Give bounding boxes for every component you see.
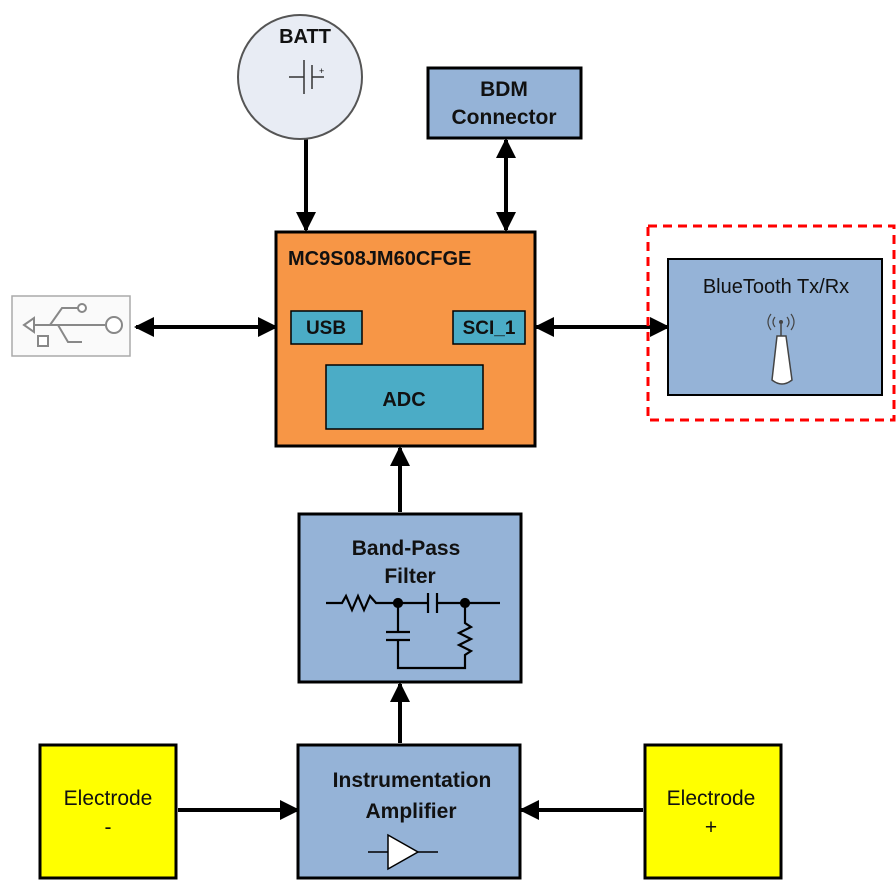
op-amp-triangle-icon bbox=[368, 833, 438, 871]
amplifier-label-line2: Amplifier bbox=[365, 800, 456, 823]
filter-label-line2: Filter bbox=[384, 565, 435, 588]
bluetooth-block: BlueTooth Tx/Rx bbox=[646, 224, 896, 422]
bdm-connector-block: BDM Connector bbox=[426, 66, 583, 140]
mcu-label: MC9S08JM60CFGE bbox=[288, 248, 471, 270]
adc-module-label: ADC bbox=[382, 389, 425, 411]
adc-module bbox=[325, 364, 484, 430]
svg-text:+: + bbox=[319, 66, 324, 76]
bluetooth-label: BlueTooth Tx/Rx bbox=[703, 276, 849, 298]
connectors bbox=[134, 135, 670, 820]
mcu-block: MC9S08JM60CFGE USB SCI_1 ADC bbox=[274, 230, 537, 448]
electrode-negative-block: Electrode - bbox=[38, 743, 178, 880]
instrumentation-amplifier-block: Instrumentation Amplifier bbox=[296, 743, 522, 880]
filter-label-line1: Band-Pass bbox=[352, 537, 461, 560]
electrode-neg-label-line1: Electrode bbox=[64, 787, 153, 810]
battery-block: BATT + bbox=[237, 14, 363, 140]
usb-module-label: USB bbox=[306, 318, 346, 339]
sci-module-label: SCI_1 bbox=[463, 318, 516, 339]
sci-module bbox=[452, 310, 526, 345]
bdm-label-line2: Connector bbox=[452, 106, 557, 129]
battery-cell-icon: + bbox=[289, 60, 324, 94]
electrode-neg-label-line2: - bbox=[105, 816, 112, 839]
band-pass-filter-block: Band-Pass Filter bbox=[297, 512, 523, 684]
amplifier-label-line1: Instrumentation bbox=[333, 769, 492, 792]
bdm-label-line1: BDM bbox=[480, 78, 528, 101]
rc-filter-schematic-icon bbox=[326, 593, 500, 670]
electrode-pos-label-line2: + bbox=[705, 816, 717, 839]
usb-module bbox=[290, 310, 363, 345]
electrode-positive-block: Electrode + bbox=[643, 743, 783, 880]
highlight-dashed-frame bbox=[646, 224, 896, 422]
electrode-pos-label-line1: Electrode bbox=[667, 787, 756, 810]
usb-symbol-icon bbox=[11, 295, 131, 357]
antenna-icon bbox=[767, 313, 795, 385]
battery-label: BATT bbox=[279, 26, 331, 48]
